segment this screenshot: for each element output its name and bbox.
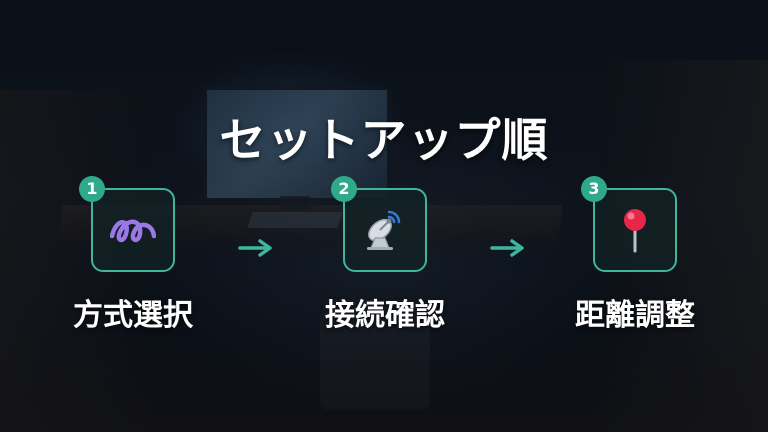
step-3-label: 距離調整 xyxy=(575,298,695,333)
step-1-label: 方式選択 xyxy=(73,298,193,333)
step-3: 3 距離調整 xyxy=(565,176,705,334)
step-2-badge: 2 xyxy=(331,176,357,202)
satellite-dish-icon xyxy=(345,190,425,270)
step-2-box: 2 xyxy=(331,176,427,272)
background-floor xyxy=(0,342,768,432)
step-2-label: 接続確認 xyxy=(325,298,445,333)
step-3-box: 3 xyxy=(581,176,677,272)
round-pushpin-icon xyxy=(595,190,675,270)
arrow-right-icon xyxy=(490,239,524,257)
arrow-right-icon xyxy=(238,239,272,257)
step-1-badge: 1 xyxy=(79,176,105,202)
curly-loop-icon xyxy=(93,190,173,270)
step-3-badge: 3 xyxy=(581,176,607,202)
step-1: 1 方式選択 xyxy=(63,176,203,334)
background-monitor-stand xyxy=(280,196,310,210)
page-title: セットアップ順 xyxy=(219,113,549,167)
step-1-box: 1 xyxy=(79,176,175,272)
step-2: 2 接続確認 xyxy=(315,176,455,334)
